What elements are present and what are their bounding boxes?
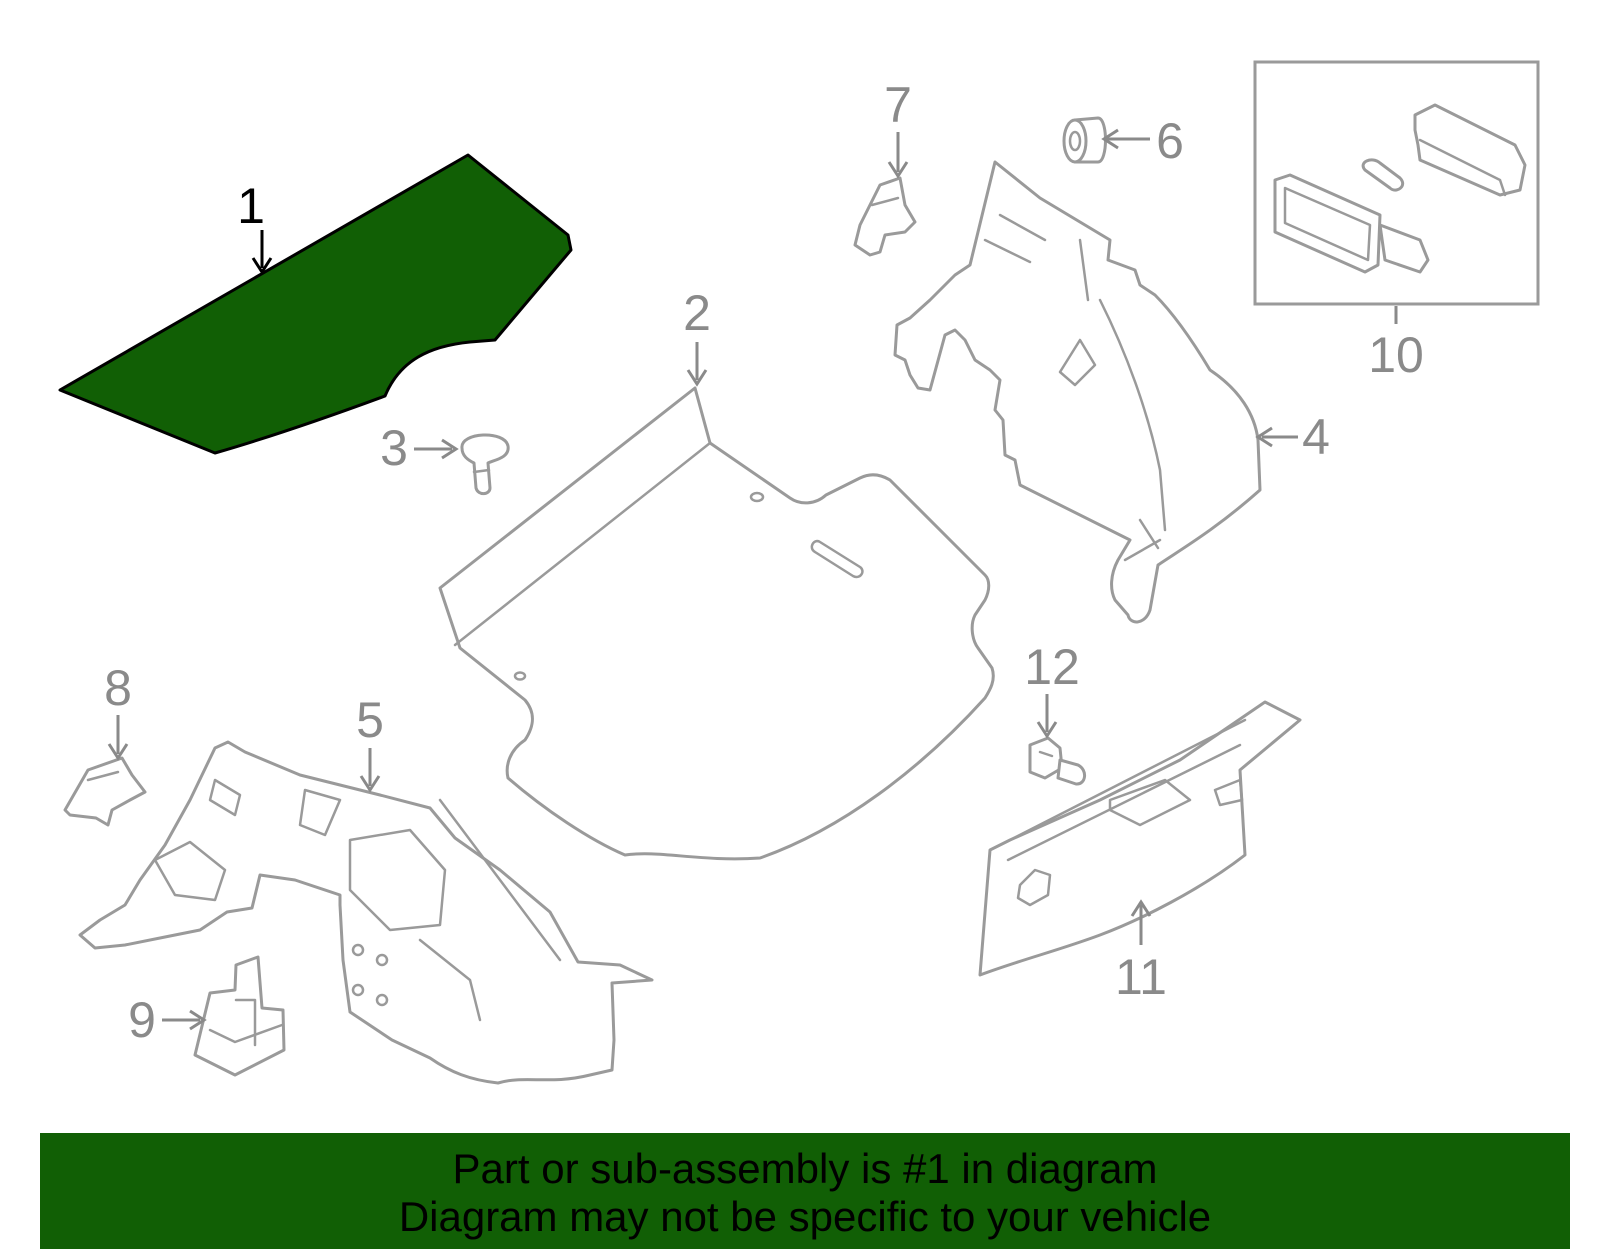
callout-3: 3 [380,420,459,476]
callout-9: 9 [128,992,207,1048]
callout-2-label: 2 [683,285,711,341]
callout-11-label: 11 [1115,949,1167,1005]
callout-8-label: 8 [104,660,132,716]
callout-1-label: 1 [237,178,265,234]
banner-line-1: Part or sub-assembly is #1 in diagram [452,1145,1158,1192]
callout-2: 2 [683,285,711,387]
callout-7: 7 [884,77,912,179]
part-11-sill-plate[interactable] [978,700,1302,977]
callout-8: 8 [104,660,132,761]
info-banner: Part or sub-assembly is #1 in diagram Di… [40,1133,1570,1249]
callout-12-label: 12 [1024,639,1080,695]
part-7-bracket[interactable] [853,176,917,257]
callout-9-label: 9 [128,992,156,1048]
callout-6-label: 6 [1156,113,1184,169]
callout-10: 10 [1368,306,1424,383]
callout-4: 4 [1255,409,1330,465]
callout-5: 5 [356,692,384,793]
part-8-bracket[interactable] [63,756,147,827]
part-1-package-tray[interactable] [58,153,573,455]
callout-1: 1 [237,178,273,275]
part-5-quarter-trim-left[interactable] [78,740,654,1085]
callout-6: 6 [1101,113,1184,169]
callout-5-label: 5 [356,692,384,748]
callout-4-label: 4 [1302,409,1330,465]
callout-7-label: 7 [884,77,912,133]
part-2-trunk-mat[interactable] [438,386,995,861]
callout-10-label: 10 [1368,327,1424,383]
part-9-retainer[interactable] [193,955,286,1077]
part-10-lamp-inset[interactable] [1253,60,1540,306]
part-3-push-clip[interactable] [460,433,510,496]
part-12-bolt[interactable] [1028,736,1086,786]
callout-3-label: 3 [380,420,408,476]
part-6-grommet[interactable] [1062,116,1107,164]
callout-11: 11 [1115,899,1167,1005]
banner-line-2: Diagram may not be specific to your vehi… [398,1193,1212,1240]
part-4-quarter-trim[interactable] [893,160,1262,624]
callout-12: 12 [1024,639,1080,739]
